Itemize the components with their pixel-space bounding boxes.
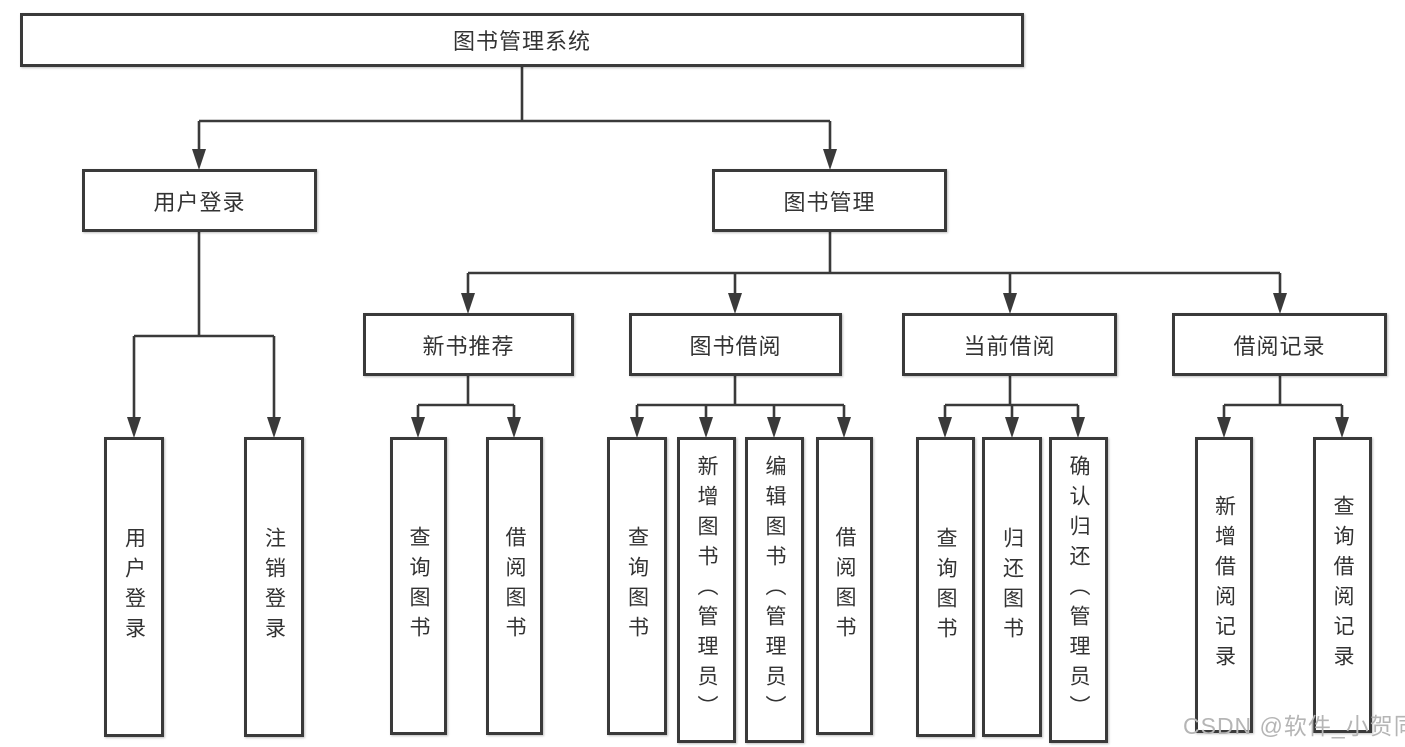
arrowhead-icon (630, 417, 644, 438)
arrowhead-icon (461, 293, 475, 314)
arrowhead-icon (767, 417, 781, 438)
node-user-login-label: 用户登录 (153, 189, 246, 215)
arrowhead-icon (837, 417, 851, 438)
arrowhead-icon (1003, 293, 1017, 314)
node-new-book-recommend: 新书推荐 (363, 313, 574, 376)
node-edit-book-admin: 编辑图书（管理员） (745, 437, 804, 743)
node-logout-leaf: 注销登录 (244, 437, 304, 737)
node-query-books-current: 查询图书 (916, 437, 975, 737)
node-book-borrowing-label: 图书借阅 (689, 333, 782, 359)
node-borrow-books-recommend: 借阅图书 (486, 437, 543, 735)
node-borrow-books-borrowing-label: 借阅图书 (833, 526, 856, 646)
connector-lines (132, 67, 1344, 418)
node-borrow-records: 借阅记录 (1172, 313, 1387, 376)
node-edit-book-admin-label: 编辑图书（管理员） (763, 455, 786, 725)
arrowhead-icon (823, 149, 837, 170)
node-current-borrowing: 当前借阅 (902, 313, 1117, 376)
node-add-book-admin: 新增图书（管理员） (677, 437, 736, 743)
arrowhead-icon (192, 149, 206, 170)
node-query-books-recommend: 查询图书 (390, 437, 447, 735)
node-logout-leaf-label: 注销登录 (262, 527, 286, 647)
node-add-borrow-record: 新增借阅记录 (1195, 437, 1253, 733)
node-query-borrow-record: 查询借阅记录 (1313, 437, 1372, 733)
arrowhead-icon (127, 417, 141, 438)
node-query-books-borrowing: 查询图书 (607, 437, 667, 735)
node-book-borrowing: 图书借阅 (629, 313, 842, 376)
node-borrow-records-label: 借阅记录 (1233, 333, 1326, 359)
node-add-borrow-record-label: 新增借阅记录 (1212, 495, 1236, 675)
node-new-book-recommend-label: 新书推荐 (422, 333, 515, 359)
arrowhead-icon (507, 417, 521, 438)
arrowhead-icon (1071, 417, 1085, 438)
watermark: CSDN @软件_小贺同学 (1183, 713, 1405, 739)
node-add-book-admin-label: 新增图书（管理员） (695, 455, 718, 725)
arrowhead-icon (1217, 417, 1231, 438)
arrowhead-icon (267, 417, 281, 438)
node-user-login: 用户登录 (82, 169, 317, 232)
arrowhead-icon (699, 417, 713, 438)
node-query-books-recommend-label: 查询图书 (407, 526, 430, 646)
node-book-management: 图书管理 (712, 169, 947, 232)
node-query-books-current-label: 查询图书 (934, 527, 957, 647)
node-user-login-leaf: 用户登录 (104, 437, 164, 737)
arrowhead-icon (1335, 417, 1349, 438)
arrowhead-icon (1273, 293, 1287, 314)
node-current-borrowing-label: 当前借阅 (963, 333, 1056, 359)
node-system-root: 图书管理系统 (20, 13, 1024, 67)
node-book-management-label: 图书管理 (783, 189, 876, 215)
arrowhead-icon (938, 417, 952, 438)
node-return-book: 归还图书 (982, 437, 1042, 737)
node-query-books-borrowing-label: 查询图书 (625, 526, 649, 646)
arrowhead-icon (411, 417, 425, 438)
arrowhead-icon (1005, 417, 1019, 438)
node-confirm-return-admin-label: 确认归还（管理员） (1067, 455, 1090, 725)
node-borrow-books-recommend-label: 借阅图书 (503, 526, 526, 646)
node-return-book-label: 归还图书 (1000, 527, 1024, 647)
node-confirm-return-admin: 确认归还（管理员） (1049, 437, 1108, 743)
node-query-borrow-record-label: 查询借阅记录 (1331, 495, 1354, 675)
node-system-root-label: 图书管理系统 (452, 29, 591, 54)
node-borrow-books-borrowing: 借阅图书 (816, 437, 873, 735)
node-user-login-leaf-label: 用户登录 (122, 527, 146, 647)
arrowhead-icon (728, 293, 742, 314)
